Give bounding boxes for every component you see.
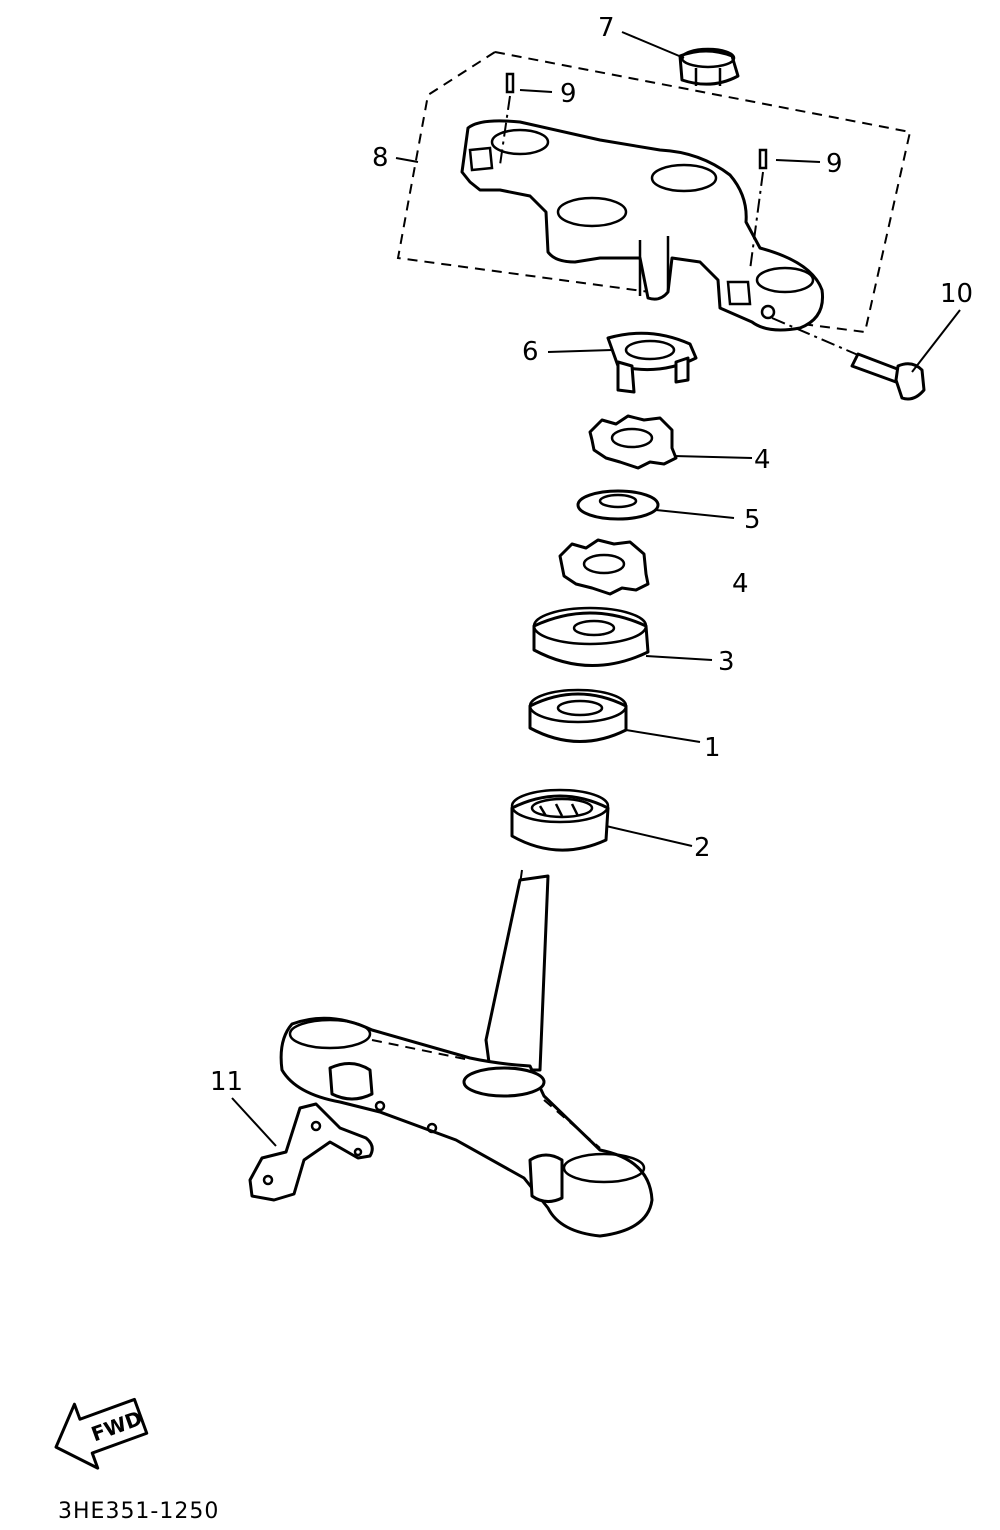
callout-1: 1 [704, 733, 721, 763]
callout-4-lower: 4 [732, 569, 749, 599]
callout-numbers: 7 9 8 9 10 6 4 5 4 3 1 2 11 [210, 13, 973, 1097]
callout-5: 5 [744, 505, 761, 535]
callout-6: 6 [522, 337, 539, 367]
ring-nut-part-4-lower [558, 538, 650, 596]
callout-9-right: 9 [826, 149, 843, 179]
callout-4-upper: 4 [754, 445, 771, 475]
ring-nut-part-4-upper [588, 414, 678, 470]
bearing-part-2 [510, 788, 610, 852]
cap-nut-part-7 [678, 47, 740, 86]
pin-part-9-left [499, 72, 515, 166]
stay-bracket-part-11 [248, 1102, 374, 1202]
pinch-bolt-part-10 [771, 317, 926, 401]
washer-part-5 [576, 489, 660, 521]
upper-bracket-assembly-boundary [396, 51, 912, 334]
callout-2: 2 [694, 833, 711, 863]
callout-11: 11 [210, 1067, 243, 1097]
pin-part-9-right [749, 148, 768, 271]
callout-8: 8 [372, 143, 389, 173]
leader-lines [231, 31, 961, 1147]
callout-3: 3 [718, 647, 735, 677]
callout-10: 10 [940, 279, 973, 309]
callout-7: 7 [598, 13, 615, 43]
callout-9-left: 9 [560, 79, 577, 109]
lower-bracket-steering-stem [279, 874, 654, 1238]
dust-cover-part-3 [532, 606, 650, 667]
upper-bracket-part-8 [460, 119, 825, 332]
lock-washer-part-6 [606, 331, 698, 394]
catalog-code: 3HE351-1250 [58, 1499, 219, 1524]
bearing-part-1 [528, 688, 628, 743]
forward-arrow: FWD [54, 1397, 149, 1470]
